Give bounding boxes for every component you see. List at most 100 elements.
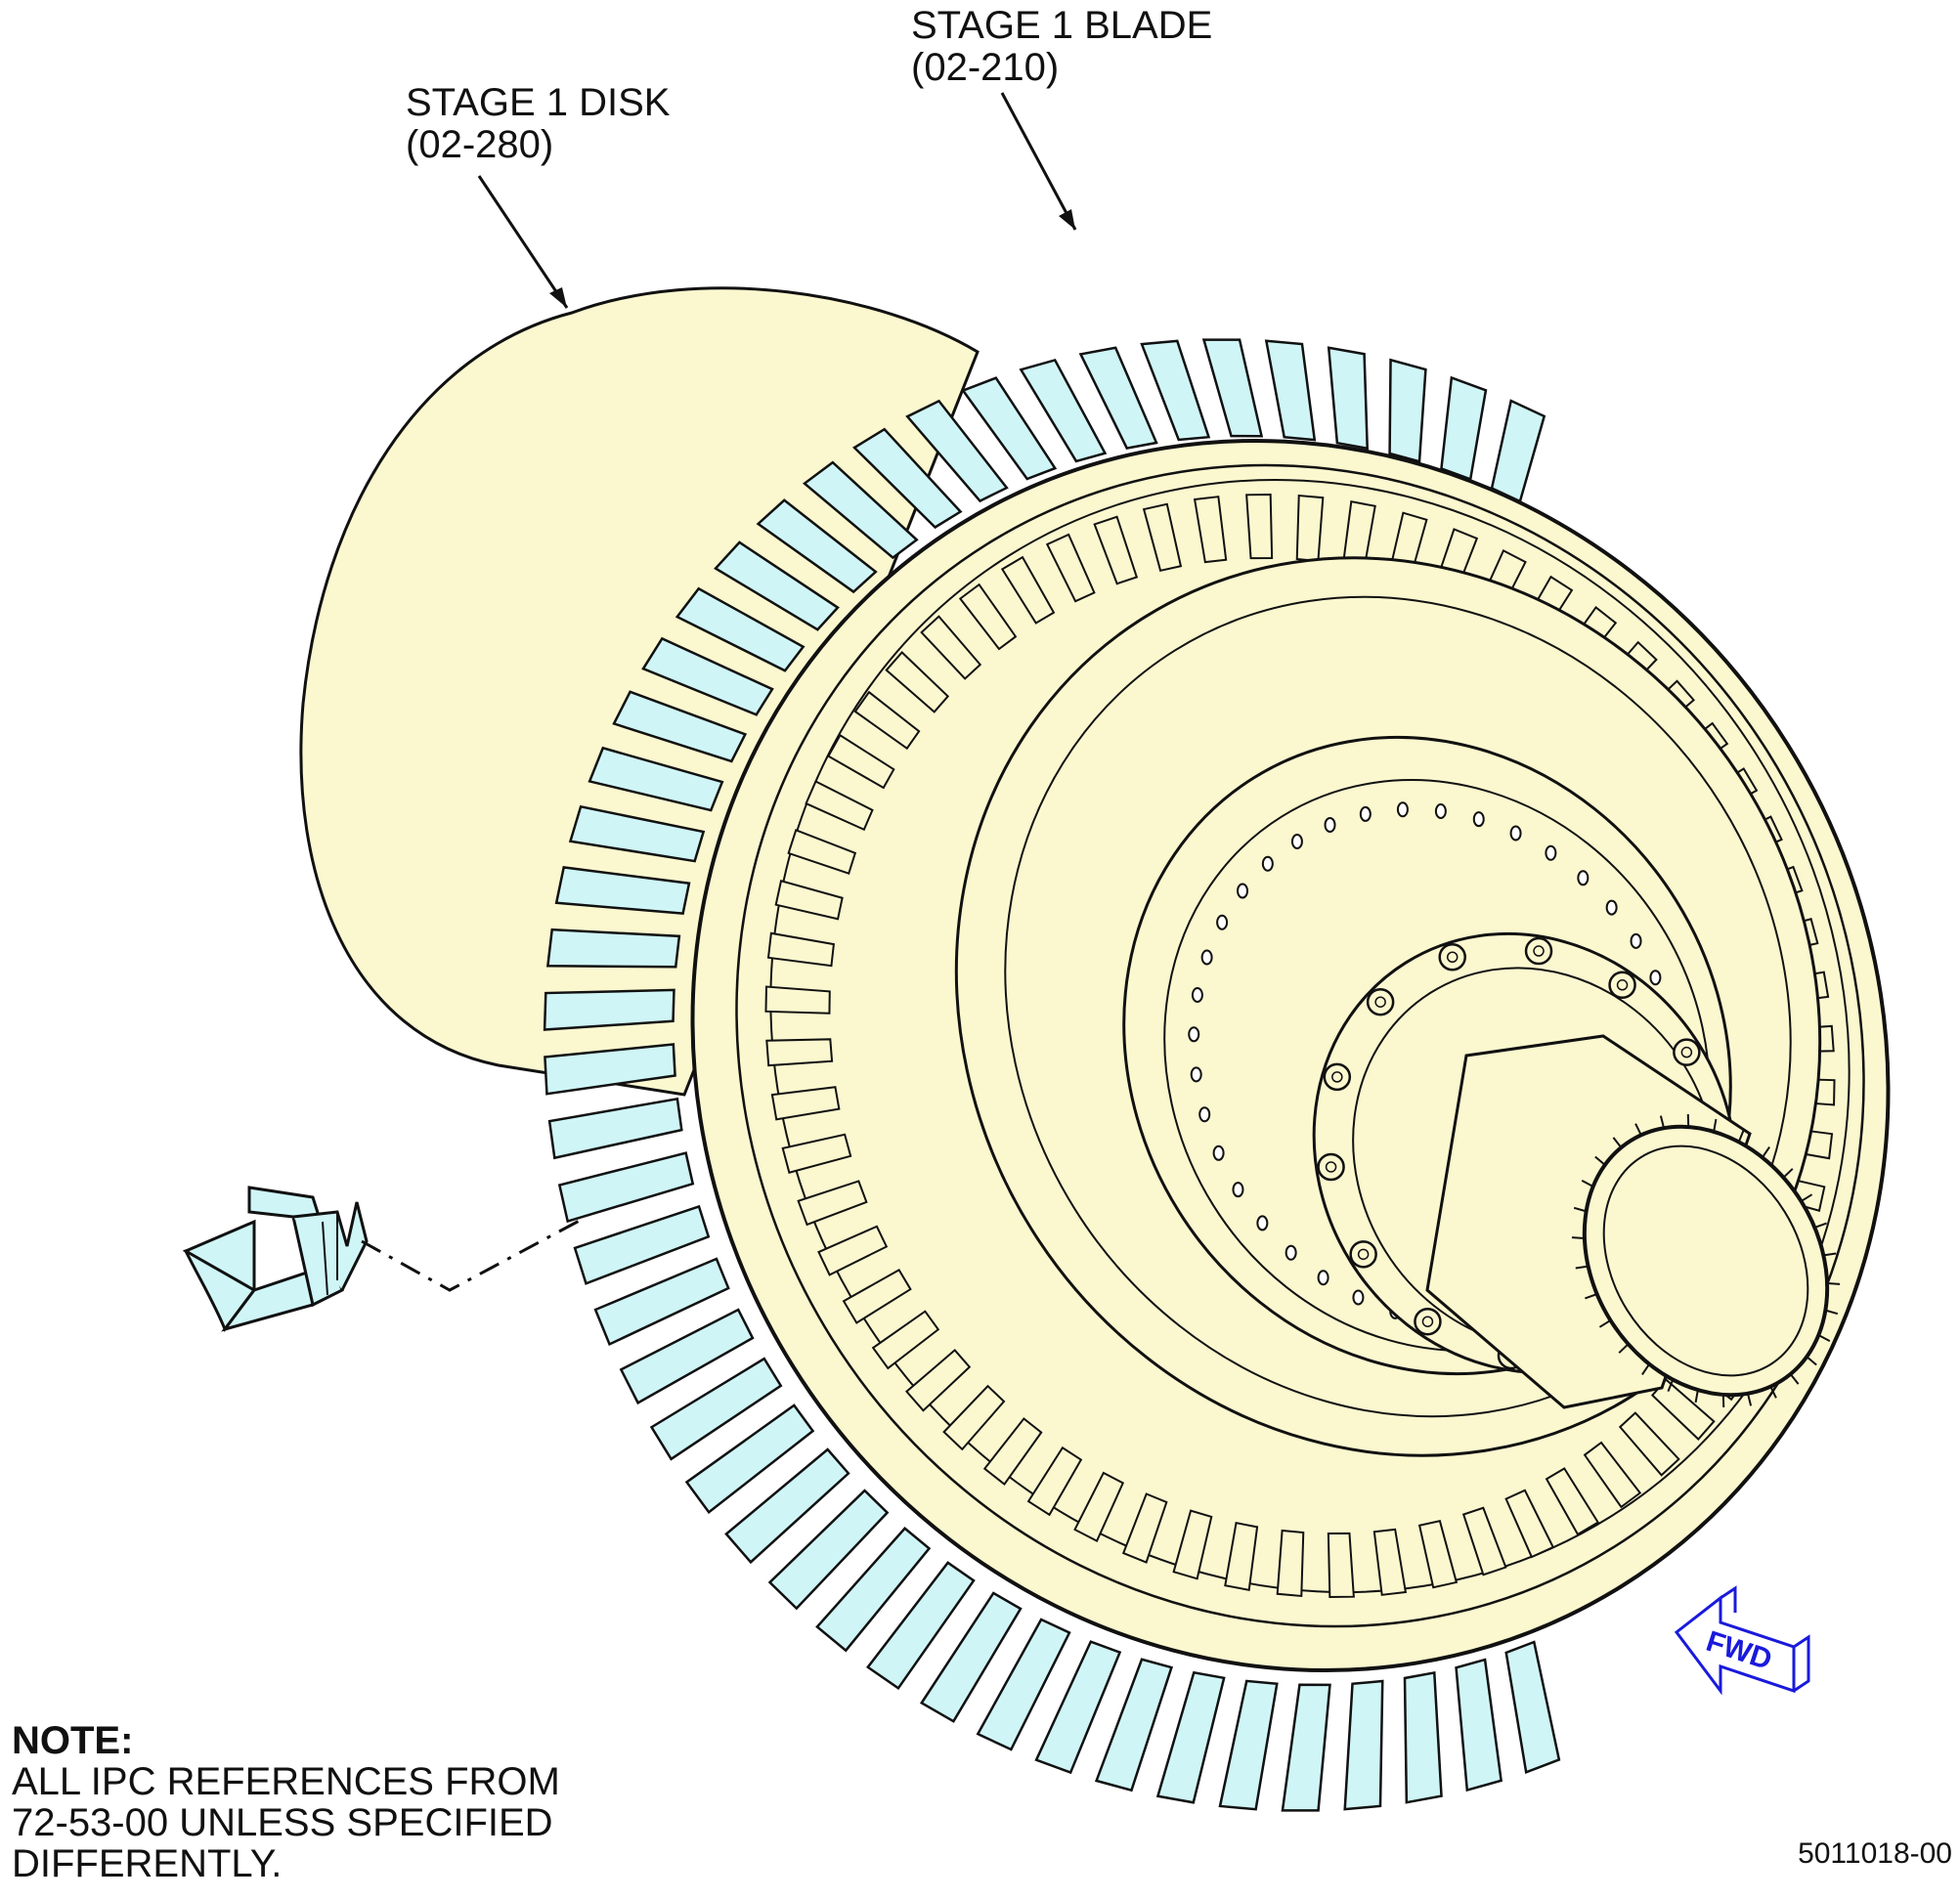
hub-hole — [1605, 899, 1618, 916]
slot-tooth — [1073, 1471, 1125, 1543]
spline-tooth — [1746, 1393, 1753, 1406]
blade — [919, 1591, 1023, 1723]
blade — [976, 1618, 1071, 1751]
blade — [724, 1447, 850, 1565]
hub-hole — [1396, 801, 1409, 818]
blade — [1327, 346, 1370, 451]
blade — [852, 427, 963, 530]
spline-tooth — [1598, 1319, 1612, 1328]
spline-tooth — [1594, 1155, 1606, 1166]
slot-tooth — [1295, 494, 1325, 563]
flange-bolt — [1608, 971, 1636, 1000]
blade — [593, 1257, 730, 1347]
spline-tooth — [1585, 1293, 1597, 1300]
blade — [568, 804, 706, 863]
stage1-blade-ring — [543, 338, 1561, 1812]
hub-hole — [1434, 803, 1447, 820]
blade — [1403, 1670, 1443, 1804]
flange-bolt — [1317, 1152, 1345, 1182]
blade — [612, 690, 748, 763]
blade — [547, 1097, 683, 1160]
note-heading: NOTE: — [12, 1719, 134, 1762]
note-line: DIFFERENTLY. — [12, 1842, 283, 1885]
hub-hole — [1285, 1244, 1297, 1261]
blade — [1281, 1683, 1331, 1812]
blade — [554, 866, 691, 915]
spline-tooth — [1612, 1137, 1623, 1148]
hub-hole — [1237, 883, 1249, 899]
flange-bolt-center — [1446, 951, 1459, 963]
disk-rear-body — [299, 286, 980, 1097]
spline-tooth — [1659, 1115, 1666, 1129]
flange-bolt — [1349, 1240, 1377, 1269]
flange-bolt-center — [1616, 979, 1629, 991]
hub-hole — [1188, 1026, 1200, 1043]
slot-tooth — [1121, 1492, 1168, 1564]
blade — [545, 928, 681, 969]
hub-hole — [1317, 1270, 1329, 1286]
slot-tooth — [982, 1417, 1043, 1486]
slot-tooth — [853, 690, 921, 751]
removed-blade — [182, 1186, 369, 1333]
slot-tooth — [766, 931, 836, 968]
blade — [1455, 1658, 1503, 1792]
blade — [767, 1489, 890, 1611]
spline-tooth — [1713, 1118, 1718, 1133]
hub-hole — [1359, 805, 1372, 822]
note-line: 72-53-00 UNLESS SPECIFIED — [12, 1801, 553, 1844]
hub-hole — [1212, 1144, 1225, 1161]
slot-tooth — [1417, 1519, 1459, 1589]
slot-tooth — [1093, 515, 1139, 585]
slot-tooth — [958, 583, 1018, 651]
slot-tooth — [871, 1310, 940, 1370]
flange-bolt-center — [1533, 945, 1545, 957]
slot-tooth — [942, 1384, 1006, 1451]
disk-slot-teeth — [764, 493, 1836, 1599]
slot-tooth — [817, 1225, 889, 1276]
spline-tooth — [1667, 1379, 1675, 1393]
blade — [1440, 375, 1488, 482]
spline-tooth — [1575, 1265, 1589, 1270]
blade — [1201, 338, 1264, 438]
blade — [1504, 1640, 1561, 1775]
slot-tooth — [1224, 1521, 1259, 1591]
spline-tooth — [1737, 1129, 1745, 1143]
slot-tooth — [1245, 493, 1274, 560]
slot-tooth — [764, 985, 831, 1015]
hub-hole — [1261, 855, 1274, 872]
shaft-splines — [1571, 1114, 1841, 1407]
slot-tooth — [1142, 502, 1183, 573]
hub-hole — [1290, 834, 1303, 850]
spline-tooth — [1817, 1334, 1831, 1343]
hub-hole — [1324, 816, 1336, 833]
slot-tooth — [827, 733, 895, 790]
slot-tooth — [905, 1349, 972, 1412]
flange-bolt-center — [1325, 1161, 1337, 1173]
spline-tooth — [1618, 1343, 1630, 1354]
flange-bolt — [1323, 1062, 1352, 1092]
removed-blade-path-line — [361, 1215, 588, 1292]
blade — [1490, 399, 1546, 503]
blade — [1218, 1679, 1279, 1811]
hub-hole — [1649, 970, 1662, 986]
figure-number: 5011018-00 — [1798, 1837, 1952, 1870]
note-line: ALL IPC REFERENCES FROM — [12, 1760, 560, 1803]
slot-tooth — [1461, 1506, 1507, 1576]
spline-tooth — [1571, 1236, 1586, 1240]
slot-tooth — [1327, 1532, 1355, 1599]
slot-tooth — [1172, 1509, 1213, 1580]
slot-tooth — [1026, 1446, 1083, 1517]
hub-hole — [1352, 1289, 1365, 1306]
spline-tooth — [1782, 1168, 1794, 1179]
spline-tooth — [1823, 1252, 1837, 1257]
blade — [557, 1151, 695, 1224]
slot-tooth — [797, 1180, 868, 1227]
slot-tooth — [1372, 1528, 1408, 1596]
fwd-direction-marker: FWD — [1674, 1585, 1810, 1696]
blade — [802, 460, 919, 560]
flange-bolt-center — [1331, 1071, 1343, 1083]
blade — [1078, 346, 1158, 450]
spline-tooth — [1789, 1373, 1800, 1385]
slot-tooth — [805, 780, 874, 832]
